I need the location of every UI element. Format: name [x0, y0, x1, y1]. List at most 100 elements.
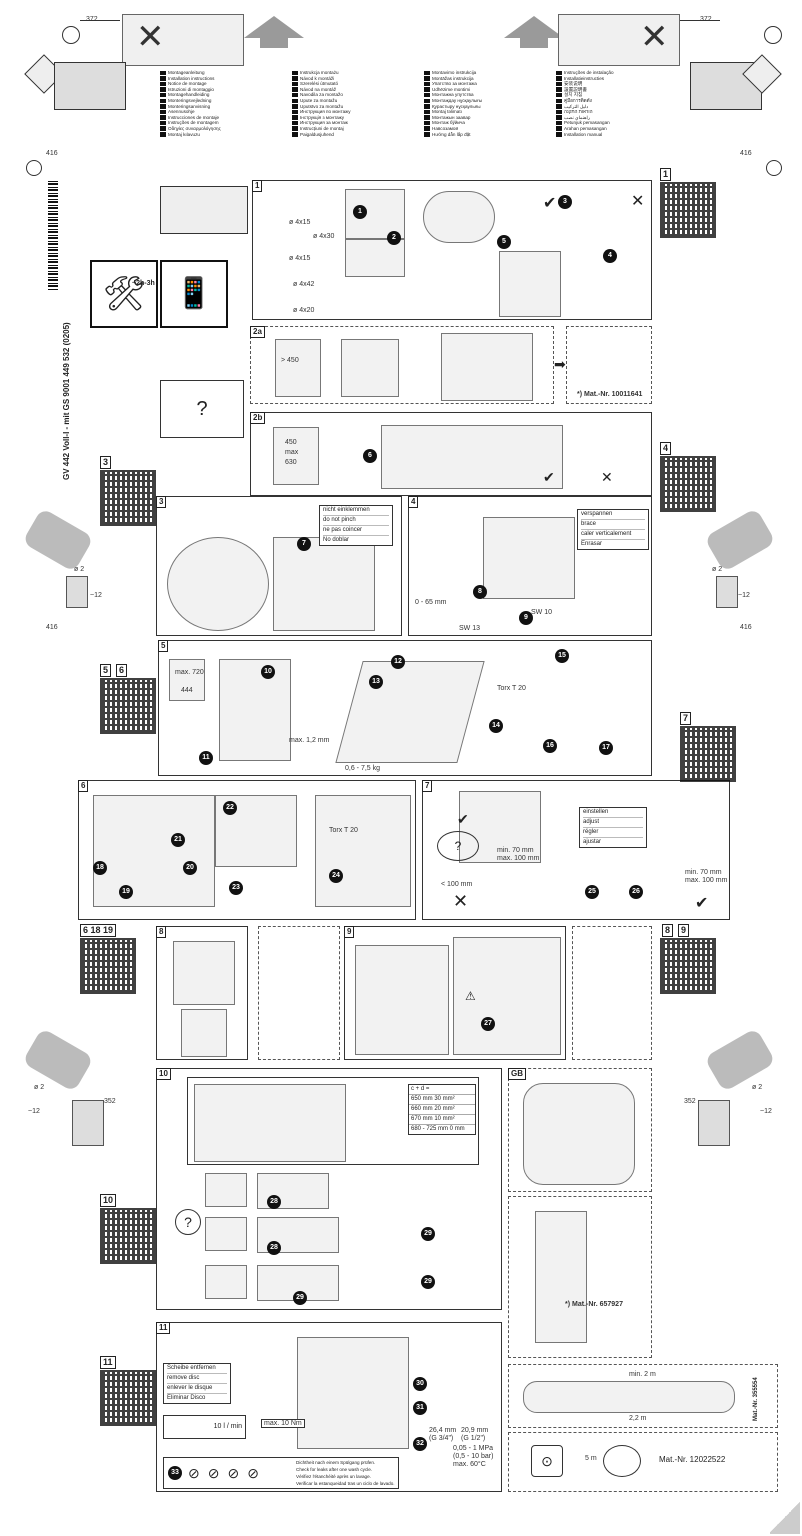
qr-code[interactable]: [660, 456, 716, 512]
min-distance: min. 70 mm: [497, 847, 534, 854]
step-3-panel: 3 7 nicht einklemmen do not pinch ne pas…: [156, 496, 402, 636]
language-item: Montaj kılavuzu: [160, 132, 285, 138]
dim-left-lower: 416: [46, 624, 58, 631]
crosshair-icon: [26, 160, 42, 176]
qr-code[interactable]: [80, 938, 136, 994]
crosshair-top-right: [764, 26, 782, 44]
dim-352: 352: [104, 1098, 116, 1105]
language-item: Udhëzime montimi: [424, 87, 549, 93]
dishwasher-sketch: [441, 333, 533, 401]
qr-code[interactable]: [660, 182, 716, 238]
option-c-sketch: [205, 1265, 247, 1299]
qr-code[interactable]: [100, 1208, 156, 1264]
language-item: Οδηγίες συναρμολόγησης: [160, 126, 285, 132]
qr-label: 8: [662, 924, 674, 937]
brace-text: caler verticalement: [581, 530, 645, 540]
dim-352: 352: [684, 1098, 696, 1105]
step-2b-panel: 2b 450 max 630 6 ✔ ✕: [250, 412, 652, 496]
language-list-mid: Instrukcja montażu Návod k montáži Szere…: [292, 70, 417, 137]
cross-icon: ✕: [640, 18, 669, 56]
leak-check-line: Check for leaks after one wash cycle.: [296, 1467, 373, 1472]
language-item: Návod k montáži: [292, 76, 417, 82]
section-number: 8: [156, 926, 167, 938]
drill-depth: ~12: [28, 1108, 40, 1115]
panel-cover-sketch: [535, 1211, 587, 1343]
torx-size: Torx T 20: [497, 685, 526, 692]
thread-size: 26,4 mm: [429, 1427, 457, 1434]
door-hinge-sketch: [93, 795, 215, 907]
section-number: 7: [422, 780, 433, 792]
language-item: Montāžas instrukcija: [424, 76, 549, 82]
language-item: Istruzioni di montaggio: [160, 87, 285, 93]
step-circle: 30: [413, 1377, 427, 1391]
step-circle: 23: [229, 881, 243, 895]
door-check-sketch: [173, 941, 235, 1005]
warning-icon: ⚠: [465, 989, 476, 1003]
gb-panel: GB: [508, 1068, 652, 1192]
door-panel-sketch: [169, 659, 205, 701]
document-spine-title: GV 442 Voll-I - mit GS 9001 449 532 (020…: [62, 322, 71, 480]
language-item: Monteringsanvisning: [160, 104, 285, 110]
niche-width-sketch: [275, 339, 321, 397]
dishwasher-front-sketch: [483, 517, 575, 599]
time-label: ~2h-3h: [132, 280, 155, 287]
option-b-sketch: [205, 1217, 247, 1251]
mat-nr: Mat.-Nr. 355554: [753, 1377, 759, 1421]
qr-label: 1: [660, 168, 672, 181]
drill-hole-sketch: [66, 576, 88, 608]
cable-length: 5 m: [585, 1455, 597, 1462]
language-list-far-right: Instruções de instalação Installatieinst…: [556, 70, 681, 137]
section-number: 2a: [250, 326, 265, 338]
qr-code[interactable]: [100, 1370, 156, 1426]
step-9-panel: 9 27 ⚠: [344, 926, 566, 1060]
ventilation-table-panel: c + d = 650 mm 30 mm² 660 mm 20 mm² 670 …: [187, 1077, 479, 1165]
max-height: max. 720: [175, 669, 204, 676]
step-circle: 31: [413, 1401, 427, 1415]
clip-install-sketch: [345, 239, 405, 277]
drill-diameter: ø 2: [712, 566, 723, 573]
step-circle: 15: [555, 649, 569, 663]
part-size: ø 4x20: [293, 307, 315, 314]
arrow-right-icon: ➡: [554, 356, 566, 372]
section-number: 1: [252, 180, 263, 192]
qr-label: 10: [100, 1194, 117, 1207]
section-number: 3: [156, 496, 167, 508]
qr-code[interactable]: [100, 470, 156, 526]
brace-text: Enrasar: [581, 541, 603, 547]
hose-length: 2,2 m: [629, 1415, 647, 1422]
shelf-icon: [54, 62, 126, 110]
brace-text: verspannen: [581, 510, 645, 520]
section-number: 11: [156, 1322, 171, 1334]
mat-nr: *) Mat.-Nr. 657927: [565, 1301, 623, 1308]
language-item: הוראות התקנה: [556, 109, 681, 115]
step-circle: 33: [168, 1466, 182, 1480]
wrench-size: SW 10: [531, 609, 553, 616]
step-circle: 1: [353, 205, 367, 219]
step-8-detail-panel: [258, 926, 340, 1060]
step-circle: 29: [421, 1227, 435, 1241]
qr-code[interactable]: [100, 678, 156, 734]
arrow-up-stem: [520, 38, 548, 48]
language-item: Montavimo instrukcija: [424, 70, 549, 76]
cross-icon: ✕: [453, 891, 469, 911]
qr-label: 5: [100, 664, 112, 677]
gap-limit: < 100 mm: [441, 881, 473, 888]
step-11-panel: 11 Scheibe entfernen remove disc enlever…: [156, 1322, 502, 1492]
language-item: Uputstvo za montažu: [292, 104, 417, 110]
qr-code[interactable]: [680, 726, 736, 782]
template-sketch: [219, 659, 291, 761]
step-circle: 22: [223, 801, 237, 815]
width-dim: 444: [181, 687, 193, 694]
step-circle: 19: [119, 885, 133, 899]
language-item: Montaj təlimatı: [424, 109, 549, 115]
qr-code[interactable]: [660, 938, 716, 994]
crosshair-top-left: [62, 26, 80, 44]
step-circle: 26: [629, 885, 643, 899]
section-number: 6: [78, 780, 89, 792]
table-row: 650 mm 30 mm²: [409, 1095, 475, 1105]
thought-cloud-icon: ?: [437, 831, 479, 861]
adjust-text: einstellen: [583, 808, 643, 818]
water-pressure: (0,5 - 10 bar): [453, 1453, 494, 1460]
dishwasher-sketch: [273, 537, 375, 631]
cross-icon: ✕: [631, 193, 645, 210]
